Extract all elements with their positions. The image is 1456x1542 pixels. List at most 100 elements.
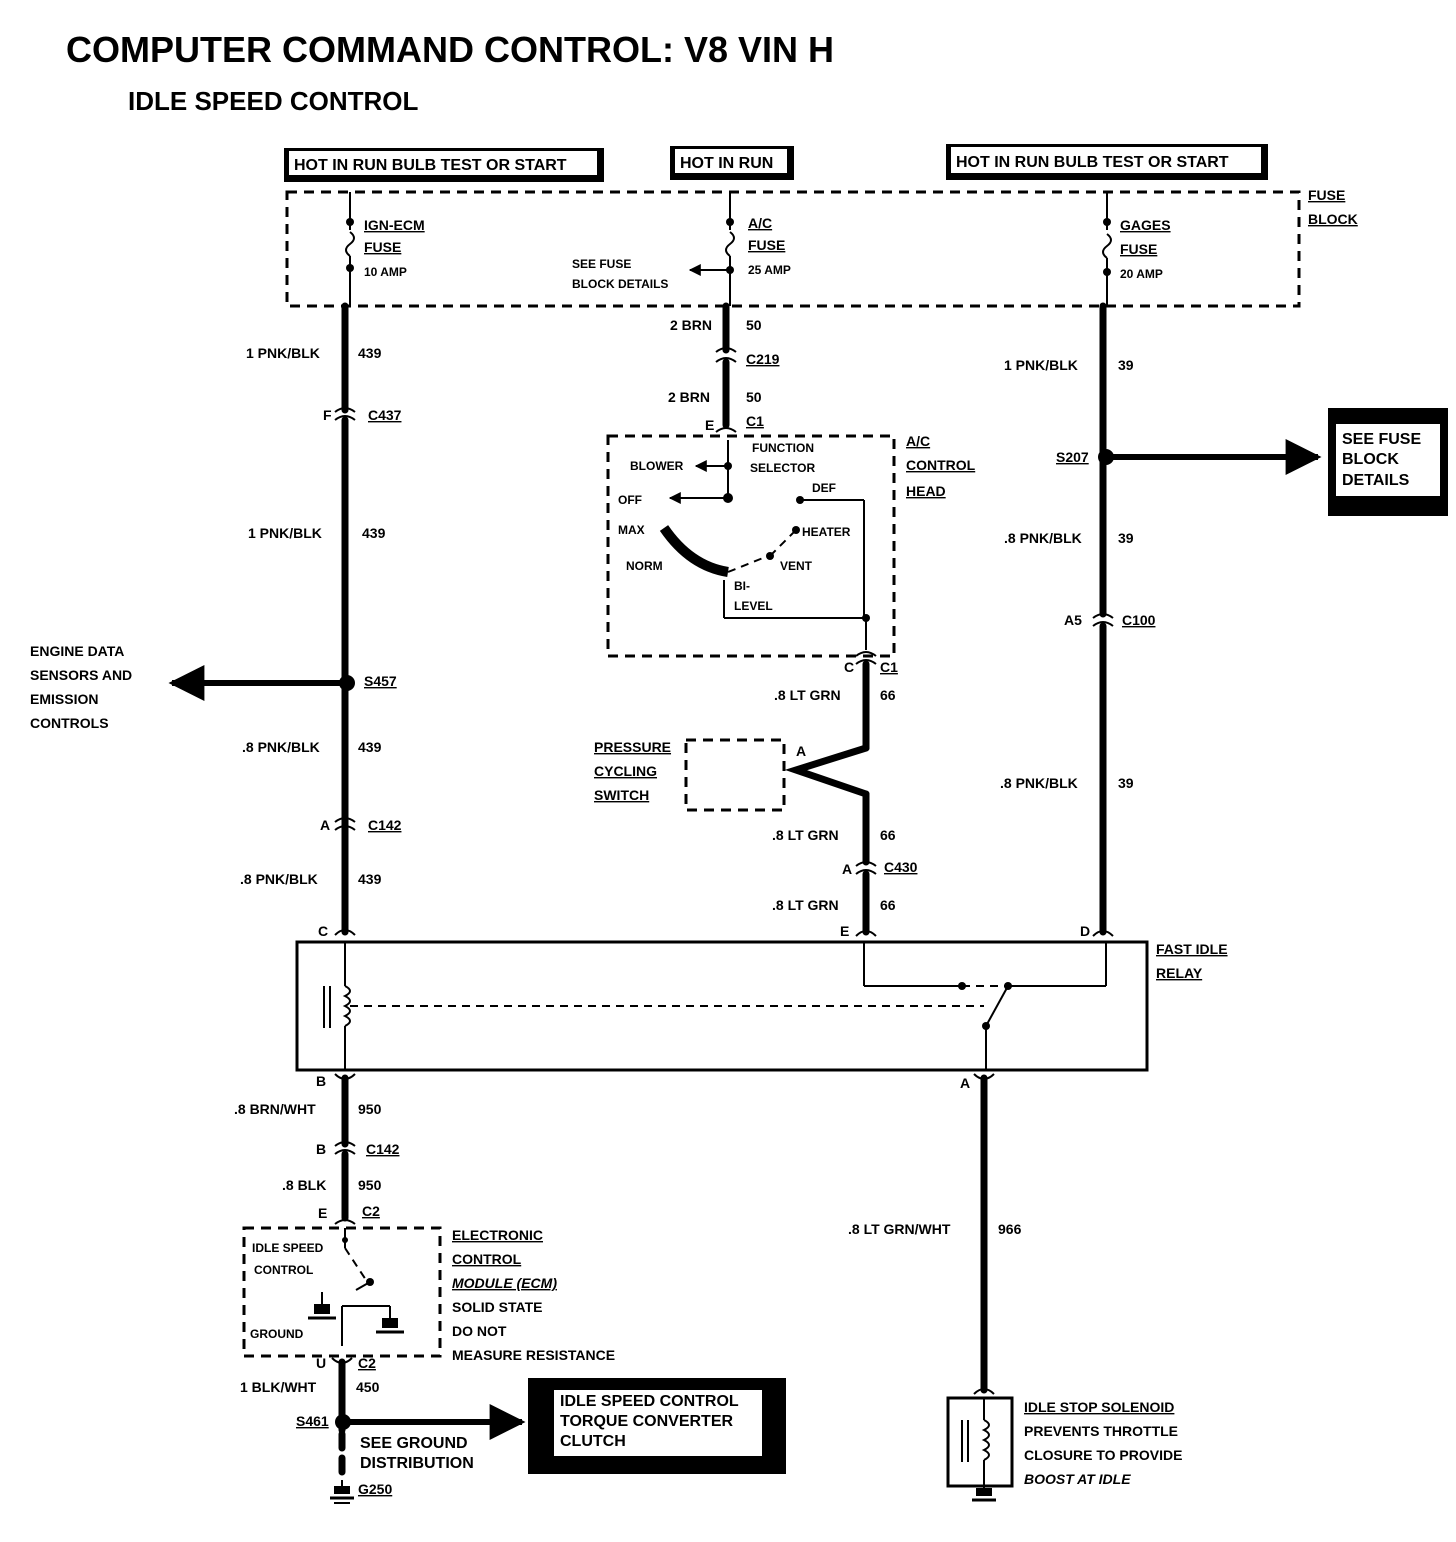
svg-text:SWITCH: SWITCH (594, 787, 649, 803)
svg-text:HOT IN RUN: HOT IN RUN (680, 155, 773, 172)
svg-text:CONTROL: CONTROL (452, 1251, 522, 1267)
header-center: HOT IN RUN (670, 146, 794, 180)
svg-text:HEATER: HEATER (802, 525, 851, 539)
lower-left-circuit: B .8 BRN/WHT 950 B C142 .8 BLK 950 E C2 … (234, 1073, 786, 1504)
right-circuit: 1 PNK/BLK 39 S207 SEE FUSE BLOCK DETAILS… (1000, 302, 1448, 939)
svg-text:66: 66 (880, 687, 896, 703)
svg-text:C1: C1 (746, 413, 764, 429)
svg-text:S457: S457 (364, 673, 397, 689)
svg-text:439: 439 (362, 525, 386, 541)
svg-text:A: A (796, 743, 806, 759)
svg-text:C142: C142 (366, 1141, 400, 1157)
svg-text:B: B (316, 1073, 326, 1089)
svg-text:FUSE: FUSE (748, 237, 785, 253)
svg-text:C100: C100 (1122, 612, 1156, 628)
svg-text:EMISSION: EMISSION (30, 691, 98, 707)
svg-text:IDLE STOP SOLENOID: IDLE STOP SOLENOID (1024, 1399, 1174, 1415)
svg-text:S461: S461 (296, 1413, 329, 1429)
svg-text:C142: C142 (368, 817, 402, 833)
svg-text:439: 439 (358, 739, 382, 755)
svg-text:C: C (318, 923, 328, 939)
svg-text:A/C: A/C (906, 433, 930, 449)
svg-text:A5: A5 (1064, 612, 1082, 628)
svg-text:FUSE: FUSE (1120, 241, 1157, 257)
svg-text:DO NOT: DO NOT (452, 1323, 507, 1339)
svg-text:.8 LT GRN: .8 LT GRN (774, 687, 841, 703)
svg-text:C1: C1 (880, 659, 898, 675)
svg-text:A/C: A/C (748, 215, 772, 231)
svg-text:IDLE SPEED: IDLE SPEED (252, 1241, 324, 1255)
svg-text:BI-: BI- (734, 579, 750, 593)
svg-text:1 PNK/BLK: 1 PNK/BLK (1004, 357, 1078, 373)
svg-text:20 AMP: 20 AMP (1120, 267, 1163, 281)
svg-text:2 BRN: 2 BRN (668, 389, 710, 405)
svg-text:C437: C437 (368, 407, 402, 423)
svg-text:SEE FUSE: SEE FUSE (572, 257, 631, 271)
svg-text:CLOSURE TO PROVIDE: CLOSURE TO PROVIDE (1024, 1447, 1182, 1463)
svg-text:439: 439 (358, 871, 382, 887)
svg-text:950: 950 (358, 1177, 382, 1193)
svg-text:.8 PNK/BLK: .8 PNK/BLK (1000, 775, 1078, 791)
svg-text:BLOWER: BLOWER (630, 459, 684, 473)
svg-text:HOT IN RUN BULB TEST OR START: HOT IN RUN BULB TEST OR START (956, 154, 1229, 171)
svg-text:66: 66 (880, 827, 896, 843)
svg-text:1 PNK/BLK: 1 PNK/BLK (246, 345, 320, 361)
svg-text:CONTROLS: CONTROLS (30, 715, 109, 731)
svg-text:NORM: NORM (626, 559, 663, 573)
svg-text:966: 966 (998, 1221, 1022, 1237)
lower-right-circuit: A .8 LT GRN/WHT 966 IDLE STOP SOLENOID P… (848, 1073, 1182, 1502)
svg-text:SEE GROUND: SEE GROUND (360, 1435, 468, 1452)
svg-text:C2: C2 (362, 1203, 380, 1219)
svg-text:TORQUE CONVERTER: TORQUE CONVERTER (560, 1413, 734, 1430)
svg-text:39: 39 (1118, 775, 1134, 791)
svg-text:.8 PNK/BLK: .8 PNK/BLK (240, 871, 318, 887)
svg-text:ENGINE DATA: ENGINE DATA (30, 643, 124, 659)
svg-text:LEVEL: LEVEL (734, 599, 773, 613)
svg-text:HOT IN RUN BULB TEST OR START: HOT IN RUN BULB TEST OR START (294, 157, 567, 174)
svg-text:BLOCK DETAILS: BLOCK DETAILS (572, 277, 668, 291)
svg-text:GROUND: GROUND (250, 1327, 304, 1341)
svg-text:B: B (316, 1141, 326, 1157)
svg-text:SOLID STATE: SOLID STATE (452, 1299, 542, 1315)
page-subtitle: IDLE SPEED CONTROL (128, 86, 418, 116)
fuse-block: FUSE BLOCK (285, 187, 1358, 308)
svg-text:IDLE SPEED CONTROL: IDLE SPEED CONTROL (560, 1393, 739, 1410)
svg-text:MEASURE RESISTANCE: MEASURE RESISTANCE (452, 1347, 615, 1363)
svg-text:SEE FUSE: SEE FUSE (1342, 431, 1421, 448)
svg-text:50: 50 (746, 317, 762, 333)
left-circuit: 1 PNK/BLK 439 F C437 1 PNK/BLK 439 S457 … (30, 302, 402, 939)
svg-text:MAX: MAX (618, 523, 645, 537)
svg-text:CYCLING: CYCLING (594, 763, 657, 779)
svg-text:MODULE (ECM): MODULE (ECM) (452, 1275, 557, 1291)
svg-text:E: E (318, 1205, 327, 1221)
svg-text:A: A (960, 1075, 970, 1091)
page-title: COMPUTER COMMAND CONTROL: V8 VIN H (66, 29, 834, 70)
svg-text:C219: C219 (746, 351, 780, 367)
svg-text:CONTROL: CONTROL (254, 1263, 313, 1277)
svg-text:OFF: OFF (618, 493, 642, 507)
svg-text:.8 PNK/BLK: .8 PNK/BLK (242, 739, 320, 755)
header-right: HOT IN RUN BULB TEST OR START (946, 144, 1268, 180)
svg-text:G250: G250 (358, 1481, 392, 1497)
svg-text:DEF: DEF (812, 481, 836, 495)
svg-text:2 BRN: 2 BRN (670, 317, 712, 333)
svg-text:A: A (842, 861, 852, 877)
svg-text:E: E (705, 417, 714, 433)
svg-text:439: 439 (358, 345, 382, 361)
svg-text:66: 66 (880, 897, 896, 913)
svg-text:CONTROL: CONTROL (906, 457, 976, 473)
svg-text:FUSE: FUSE (1308, 187, 1345, 203)
svg-text:.8 BRN/WHT: .8 BRN/WHT (234, 1101, 316, 1117)
svg-text:PRESSURE: PRESSURE (594, 739, 671, 755)
svg-text:.8 LT GRN/WHT: .8 LT GRN/WHT (848, 1221, 951, 1237)
header-left: HOT IN RUN BULB TEST OR START (284, 148, 604, 182)
svg-text:.8 BLK: .8 BLK (282, 1177, 326, 1193)
fuse-gages: GAGES FUSE 20 AMP (1102, 192, 1171, 306)
svg-text:50: 50 (746, 389, 762, 405)
fuse-ac: A/C FUSE 25 AMP SEE FUSE BLOCK DETAILS (572, 192, 791, 306)
svg-text:FAST IDLE: FAST IDLE (1156, 941, 1228, 957)
center-circuit: 2 BRN 50 C219 2 BRN 50 E C1 A/C CONTROL … (594, 302, 976, 939)
fuse-ign-ecm: IGN-ECM FUSE 10 AMP (345, 192, 425, 306)
svg-text:PREVENTS THROTTLE: PREVENTS THROTTLE (1024, 1423, 1178, 1439)
svg-text:BOOST AT IDLE: BOOST AT IDLE (1024, 1471, 1131, 1487)
